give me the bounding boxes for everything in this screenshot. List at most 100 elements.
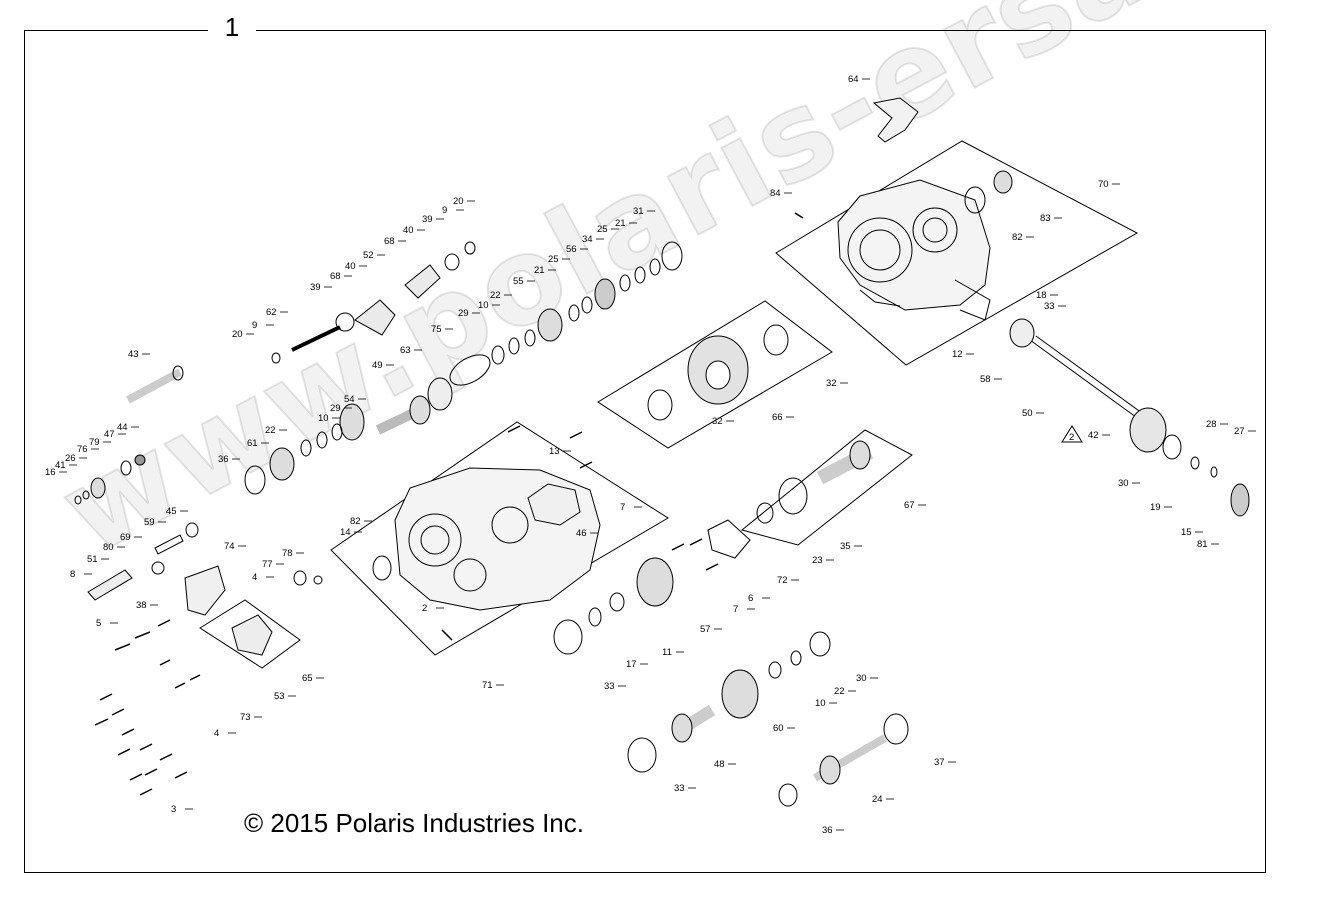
callout-number: 51 — [87, 554, 98, 565]
shift-drum-43 — [126, 365, 184, 404]
bearing-33-a — [553, 619, 583, 655]
callout-number: 44 — [117, 422, 128, 433]
callout-28: 28 — [1206, 419, 1228, 430]
callout-number: 28 — [1206, 419, 1217, 430]
callout-number: 6 — [748, 593, 753, 604]
callout-number: 80 — [103, 542, 114, 553]
callout-number: 69 — [120, 532, 131, 543]
callout-number: 25 — [548, 254, 559, 265]
callout-number: 50 — [1022, 408, 1033, 419]
callout-40: 40 — [345, 261, 367, 272]
callout-number: 42 — [1088, 430, 1099, 441]
callout-69: 69 — [120, 532, 142, 543]
callout-number: 71 — [482, 680, 493, 691]
callout-number: 26 — [65, 453, 76, 464]
callout-38: 38 — [136, 600, 158, 611]
callout-number: 49 — [372, 360, 383, 371]
callout-82: 82 — [1012, 232, 1034, 243]
callout-13: 13 — [549, 446, 571, 457]
callout-number: 54 — [344, 394, 355, 405]
shift-fork-2 — [404, 264, 441, 299]
callout-number: 32 — [712, 416, 723, 427]
gear-54 — [339, 403, 365, 441]
callout-36: 36 — [822, 825, 844, 836]
callout-48: 48 — [714, 759, 736, 770]
bolt-set — [94, 212, 804, 796]
callout-33: 33 — [674, 783, 696, 794]
callout-number: 67 — [904, 500, 915, 511]
callout-7: 7 — [620, 502, 642, 513]
callout-number: 31 — [633, 206, 644, 217]
section-box-gear-66 — [597, 300, 833, 449]
bearing-32-b — [763, 324, 789, 356]
seal-82-rear — [964, 186, 986, 214]
callout-29: 29 — [458, 308, 480, 319]
callout-number: 82 — [1012, 232, 1023, 243]
callout-41: 41 — [55, 460, 77, 471]
callout-number: 10 — [478, 300, 489, 311]
callout-43: 43 — [128, 349, 150, 360]
callout-number: 65 — [302, 673, 313, 684]
callout-39: 39 — [310, 282, 332, 293]
callout-number: 66 — [772, 412, 783, 423]
callout-70: 70 — [1098, 179, 1120, 190]
callout-number: 33 — [674, 783, 685, 794]
callout-54: 54 — [344, 394, 366, 405]
callout-30: 30 — [856, 673, 878, 684]
callout-29: 29 — [330, 403, 352, 414]
note-marker-text: 2 — [1069, 432, 1074, 443]
callout-number: 21 — [615, 218, 626, 229]
callout-40: 40 — [403, 225, 425, 236]
callout-44: 44 — [117, 422, 139, 433]
callout-18: 18 — [1036, 290, 1058, 301]
callout-81: 81 — [1197, 539, 1219, 550]
copyright-text: © 2015 Polaris Industries Inc. — [244, 808, 584, 838]
figure-number: 1 — [208, 12, 256, 42]
callout-number: 72 — [777, 575, 788, 586]
callout-61: 61 — [247, 438, 269, 449]
callout-55: 55 — [513, 276, 535, 287]
bearing-32-a — [647, 389, 673, 421]
callout-number: 75 — [431, 324, 442, 335]
main-shaft-49 — [375, 395, 431, 435]
callout-47: 47 — [104, 429, 126, 440]
gear-56 — [594, 278, 616, 310]
callout-77: 77 — [262, 559, 284, 570]
callout-number: 8 — [70, 569, 75, 580]
callout-17: 17 — [626, 659, 648, 670]
callout-number: 53 — [274, 691, 285, 702]
callout-19: 19 — [1150, 502, 1172, 513]
callout-number: 82 — [350, 516, 361, 527]
callout-4: 4 — [252, 572, 274, 583]
callout-number: 84 — [770, 188, 781, 199]
callout-number: 5 — [96, 618, 101, 629]
callout-number: 68 — [384, 236, 395, 247]
callout-number: 62 — [266, 307, 277, 318]
callout-number: 81 — [1197, 539, 1208, 550]
section-box-front-case — [330, 421, 669, 656]
callout-number: 17 — [626, 659, 637, 670]
callout-number: 36 — [822, 825, 833, 836]
callout-25: 25 — [597, 224, 619, 235]
callout-number: 30 — [1118, 478, 1129, 489]
gear-60 — [721, 669, 759, 719]
callout-23: 23 — [812, 555, 834, 566]
section-box-cover-65 — [199, 599, 301, 669]
callout-number: 10 — [815, 698, 826, 709]
callout-number: 30 — [856, 673, 867, 684]
callout-number: 38 — [136, 600, 147, 611]
callout-number: 34 — [582, 234, 593, 245]
callout-33: 33 — [1044, 301, 1066, 312]
callout-35: 35 — [840, 541, 862, 552]
callout-number: 27 — [1234, 426, 1245, 437]
callout-number: 20 — [232, 329, 243, 340]
callout-9: 9 — [442, 205, 464, 216]
callout-number: 56 — [566, 244, 577, 255]
callout-number: 35 — [840, 541, 851, 552]
callout-14: 14 — [340, 527, 362, 538]
callout-20: 20 — [232, 329, 254, 340]
callout-63: 63 — [400, 345, 422, 356]
callout-32: 32 — [712, 416, 734, 427]
shaft-24 — [813, 734, 887, 785]
callout-32: 32 — [826, 378, 848, 389]
